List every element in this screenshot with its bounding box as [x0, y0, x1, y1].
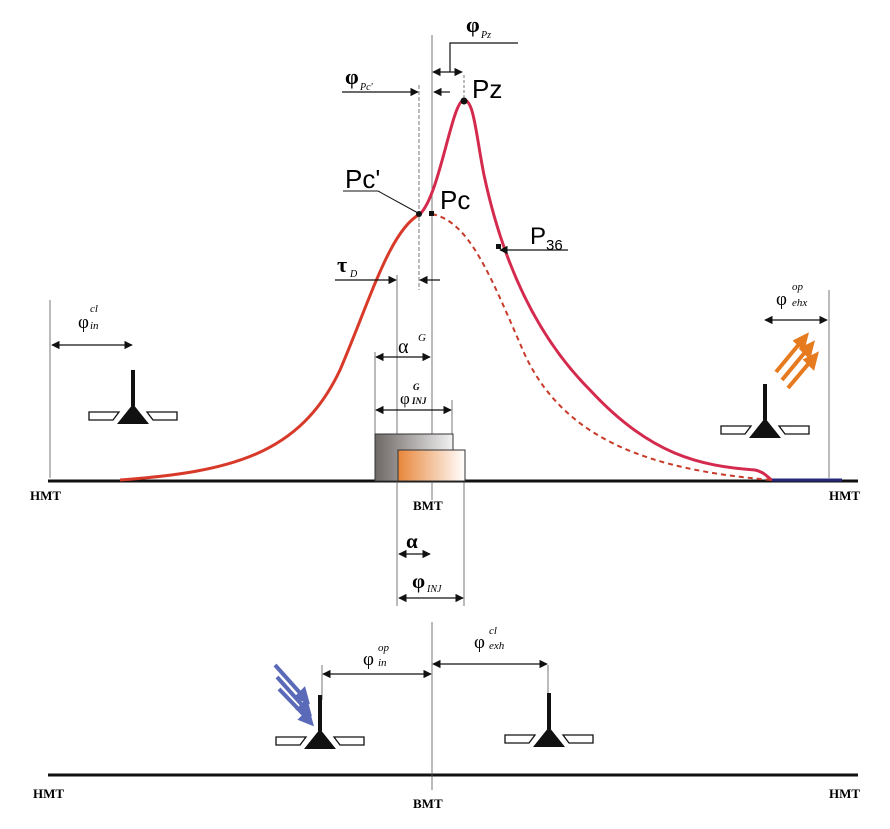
phi-op-in-superscript: op	[378, 642, 390, 654]
bmt-bottom-label: BMT	[413, 796, 443, 811]
exhaust-valve-closed-icon	[503, 691, 595, 749]
intake-valve-open-icon	[274, 693, 366, 751]
tau-d-symbol: τ	[337, 252, 347, 277]
phi-cl-in-symbol: φ	[78, 312, 89, 333]
phi-cl-exh-superscript: cl	[489, 625, 497, 637]
phi-pc-prime-symbol: φ	[345, 64, 359, 89]
combustion-pressure-curve	[418, 98, 773, 482]
phi-g-inj-symbol: φ	[400, 389, 410, 408]
hmt-top-left-label: HMT	[30, 488, 61, 503]
phi-cl-exh-subscript: exh	[489, 640, 505, 652]
pc-label: Pc	[440, 185, 470, 215]
pc-prime-label: Pc'	[345, 164, 380, 194]
phi-op-in-subscript: in	[378, 657, 387, 669]
alpha-symbol: α	[406, 529, 418, 553]
pz-label: Pz	[472, 74, 502, 104]
hmt-bottom-left-label: HMT	[33, 786, 64, 801]
intake-valve-closed-icon	[87, 368, 179, 426]
exhaust-flow-arrows-icon	[774, 332, 819, 390]
phi-inj-symbol: φ	[412, 569, 425, 593]
phi-pc-prime-subscript: Pc'	[359, 82, 374, 93]
motoring-pressure-curve	[431, 213, 773, 481]
bmt-top-label: BMT	[413, 498, 443, 513]
phi-pz-leader	[449, 42, 518, 72]
pz-point	[460, 97, 468, 105]
p36-label: P36	[530, 223, 563, 254]
intake-flow-arrows-icon	[273, 663, 314, 727]
phi-op-ehx-superscript: op	[792, 281, 804, 293]
p36-point	[496, 244, 501, 249]
hmt-top-right-label: HMT	[829, 488, 860, 503]
injection-duration-block	[397, 449, 466, 482]
phi-cl-exh-symbol: φ	[474, 632, 485, 653]
alpha-g-superscript: G	[418, 332, 426, 344]
phi-op-ehx-subscript: ehx	[792, 297, 807, 309]
phi-pz-subscript: Pz	[480, 30, 491, 41]
alpha-g-symbol: α	[398, 336, 409, 358]
phi-g-inj-superscript: G	[413, 382, 420, 392]
phi-op-in-symbol: φ	[363, 649, 374, 670]
phi-pz-symbol: φ	[466, 12, 480, 37]
exhaust-valve-open-icon	[719, 382, 811, 440]
compression-curve	[119, 212, 421, 482]
phi-g-inj-subscript: INJ	[411, 396, 427, 406]
phi-inj-subscript: INJ	[426, 584, 442, 595]
pc-point	[429, 211, 434, 216]
hmt-bottom-right-label: HMT	[829, 786, 860, 801]
phi-op-ehx-symbol: φ	[776, 289, 787, 310]
phi-cl-in-superscript: cl	[90, 303, 98, 315]
phi-cl-in-subscript: in	[90, 320, 99, 332]
tau-d-subscript: D	[349, 269, 358, 280]
pc-prime-pointer	[377, 190, 419, 214]
